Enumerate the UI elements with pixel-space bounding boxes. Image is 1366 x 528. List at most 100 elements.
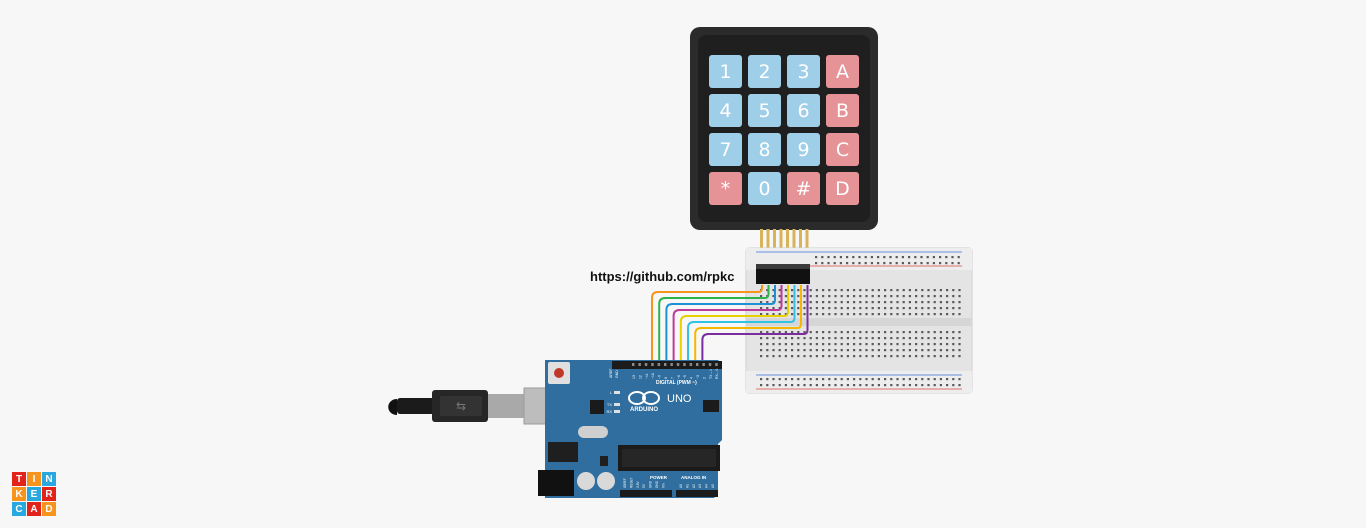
- key-4[interactable]: 4: [709, 94, 742, 127]
- key-2[interactable]: 2: [748, 55, 781, 88]
- analog-pin-label: A0: [679, 484, 683, 488]
- wire-8[interactable]: [701, 285, 809, 364]
- key-label: *: [721, 178, 731, 200]
- key-1[interactable]: 1: [709, 55, 742, 88]
- digital-pin-label: ~6: [677, 375, 681, 379]
- wire-3[interactable]: [665, 285, 776, 364]
- power-jack[interactable]: [538, 470, 574, 496]
- logo-letter: C: [12, 502, 26, 516]
- jumper-wires[interactable]: [651, 285, 809, 364]
- usb-icon: ⇆: [456, 399, 466, 413]
- power-pin-label: 3.3V: [636, 481, 640, 488]
- key-label: 6: [797, 100, 809, 122]
- wire-7[interactable]: [694, 285, 802, 364]
- power-rail-bottom: [746, 371, 972, 393]
- wire-1[interactable]: [651, 285, 763, 364]
- key-6[interactable]: 6: [787, 94, 820, 127]
- key-7[interactable]: 7: [709, 133, 742, 166]
- key-face: [748, 94, 781, 127]
- key-3[interactable]: 3: [787, 55, 820, 88]
- analog-pin-label: A4: [705, 484, 709, 488]
- label-tx: TX: [607, 402, 612, 407]
- key-face: [709, 55, 742, 88]
- arduino-logo-icon: [628, 391, 660, 405]
- arduino-brand: ARDUINO: [630, 407, 658, 413]
- key-label: D: [835, 178, 850, 200]
- power-pin-label: GND: [655, 480, 659, 488]
- usb-plug-metal: [488, 394, 524, 418]
- key-face: [787, 172, 820, 205]
- key-label: 9: [797, 139, 809, 161]
- digital-pin-label: RX←0: [715, 369, 719, 379]
- led-tx: [614, 403, 620, 406]
- key-face: [709, 94, 742, 127]
- aref-label: AREF: [609, 369, 613, 378]
- power-pin-label: 5V: [642, 483, 646, 488]
- crystal-oscillator: [578, 426, 608, 438]
- breadboard-holes: [760, 256, 961, 387]
- logo-letter: N: [42, 472, 56, 486]
- key-label: 8: [758, 139, 770, 161]
- logo-letter: D: [42, 502, 56, 516]
- key-A[interactable]: A: [826, 55, 859, 88]
- usb-cable-end: [388, 399, 399, 415]
- power-pin-label: IOREF: [623, 478, 627, 488]
- key-label: 1: [719, 61, 731, 83]
- power-pin-label: Vin: [661, 483, 665, 488]
- digital-pin-label: ~3: [696, 375, 700, 379]
- logo-letter: E: [27, 487, 41, 501]
- key-face: [787, 94, 820, 127]
- key-face: [826, 172, 859, 205]
- capacitor-2: [597, 472, 615, 490]
- logo-letter: A: [27, 502, 41, 516]
- digital-pin-label: 8: [664, 377, 668, 379]
- power-header: [620, 490, 672, 497]
- power-pin-label: GND: [649, 480, 653, 488]
- analog-pin-label: A3: [698, 484, 702, 488]
- digital-pin-label: ~10: [651, 373, 655, 379]
- digital-pin-label: 13: [632, 375, 636, 379]
- key-face: [748, 133, 781, 166]
- analog-header: [676, 490, 718, 497]
- key-label: A: [836, 61, 849, 83]
- key-C[interactable]: C: [826, 133, 859, 166]
- key-label: B: [836, 100, 849, 122]
- key-face: [826, 133, 859, 166]
- key-star[interactable]: *: [709, 172, 742, 205]
- key-label: 3: [797, 61, 809, 83]
- digital-pin-label: ~11: [645, 373, 649, 379]
- usb-strain-relief: [397, 398, 437, 414]
- wire-6[interactable]: [687, 285, 796, 364]
- key-5[interactable]: 5: [748, 94, 781, 127]
- analog-pin-label: A1: [685, 484, 689, 488]
- voltage-regulator: [548, 442, 578, 462]
- analog-label: ANALOG IN: [681, 475, 706, 480]
- digital-pin-label: 2: [702, 377, 706, 379]
- digital-pin-label: 7: [670, 377, 674, 379]
- key-label: 2: [758, 61, 770, 83]
- key-D[interactable]: D: [826, 172, 859, 205]
- key-0[interactable]: 0: [748, 172, 781, 205]
- wire-5[interactable]: [679, 285, 789, 364]
- wire-2[interactable]: [658, 285, 770, 364]
- key-B[interactable]: B: [826, 94, 859, 127]
- digital-pin-label: TX→1: [709, 369, 713, 379]
- key-face: [787, 55, 820, 88]
- breadboard[interactable]: [745, 247, 973, 394]
- key-9[interactable]: 9: [787, 133, 820, 166]
- label-rx: RX: [606, 409, 612, 414]
- digital-label: DIGITAL (PWM ~): [656, 380, 697, 386]
- key-8[interactable]: 8: [748, 133, 781, 166]
- digital-pin-label: ~5: [683, 375, 687, 379]
- gnd-label: GND: [615, 370, 619, 378]
- key-label: 5: [758, 100, 770, 122]
- key-hash[interactable]: #: [787, 172, 820, 205]
- reset-button-cap[interactable]: [554, 368, 564, 378]
- key-face: [748, 55, 781, 88]
- wire-4[interactable]: [672, 285, 783, 364]
